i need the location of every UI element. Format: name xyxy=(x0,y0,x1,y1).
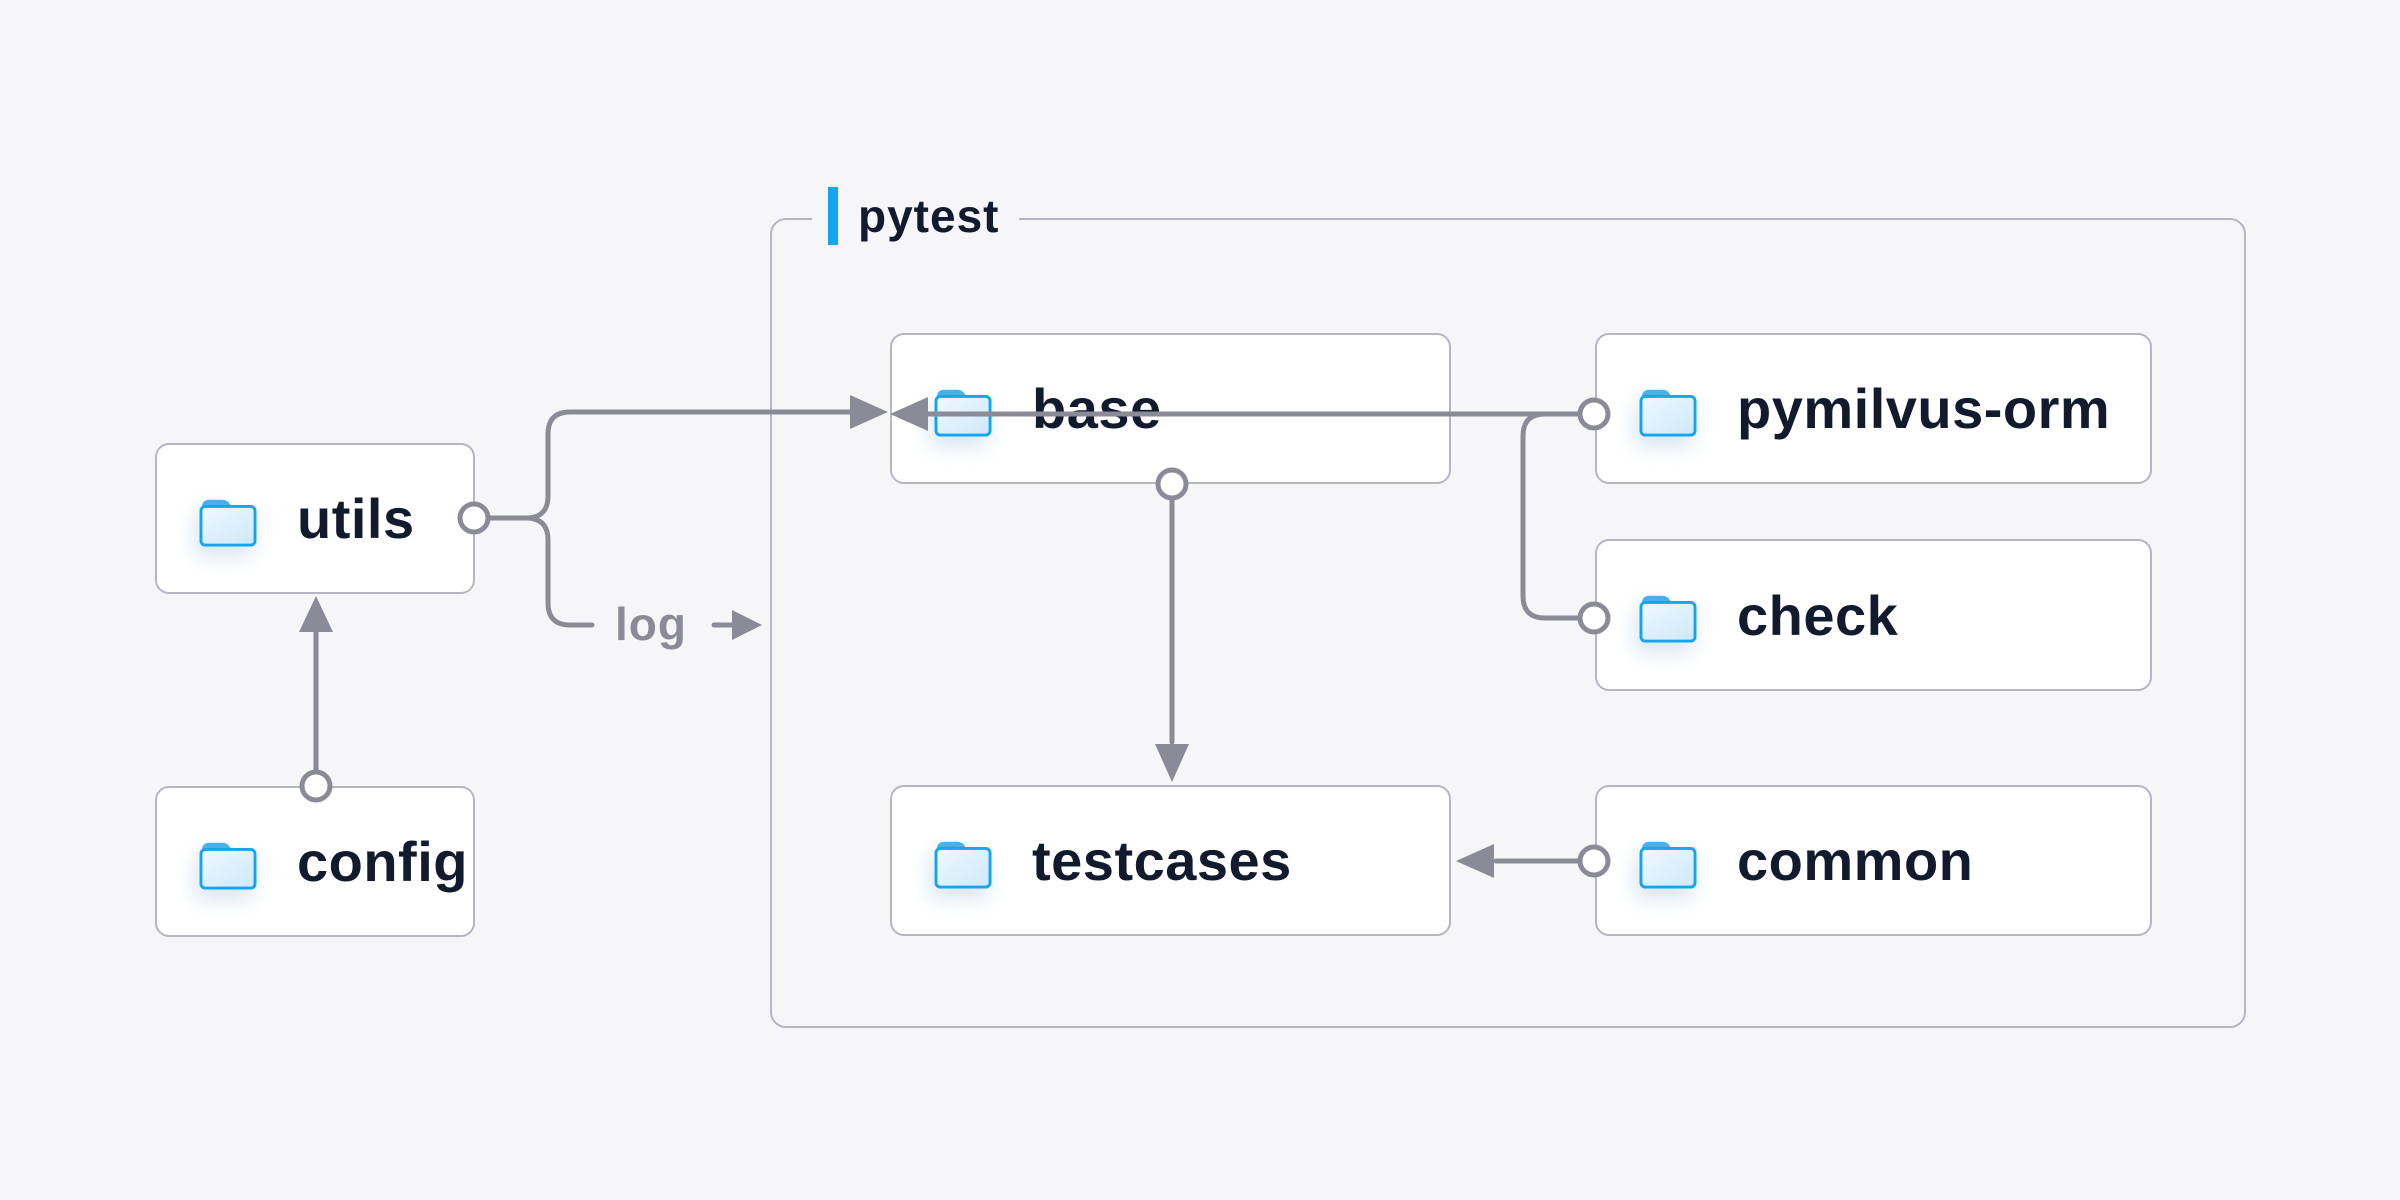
log-edge-label: log xyxy=(615,598,687,650)
folder-icon xyxy=(1635,587,1701,643)
node-base-label: base xyxy=(1032,377,1162,440)
node-base: base xyxy=(890,333,1451,484)
edge-utils-log xyxy=(523,515,595,628)
node-pymilvus-orm-label: pymilvus-orm xyxy=(1737,377,2111,440)
folder-icon xyxy=(930,833,996,889)
node-check-label: check xyxy=(1737,583,1899,647)
folder-icon xyxy=(1635,381,1701,437)
node-config-label: config xyxy=(297,830,468,893)
folder-icon xyxy=(195,834,261,890)
node-common-label: common xyxy=(1737,829,1974,892)
folder-icon xyxy=(1635,833,1701,889)
node-check: check xyxy=(1595,539,2152,691)
node-utils: utils xyxy=(155,443,475,594)
node-config: config xyxy=(155,786,475,937)
node-pymilvus-orm: pymilvus-orm xyxy=(1595,333,2152,484)
folder-icon xyxy=(195,491,261,547)
pytest-group xyxy=(770,218,2246,1028)
folder-icon xyxy=(930,381,996,437)
edge-config-utils-arrowhead xyxy=(299,596,333,632)
pytest-accent-bar xyxy=(828,187,838,245)
edge-log-arrowhead xyxy=(732,610,762,640)
pytest-group-label: pytest xyxy=(812,179,1020,253)
node-utils-label: utils xyxy=(297,487,415,550)
node-testcases-label: testcases xyxy=(1032,829,1292,892)
node-testcases: testcases xyxy=(890,785,1451,936)
pytest-group-title: pytest xyxy=(858,190,1000,242)
node-common: common xyxy=(1595,785,2152,936)
